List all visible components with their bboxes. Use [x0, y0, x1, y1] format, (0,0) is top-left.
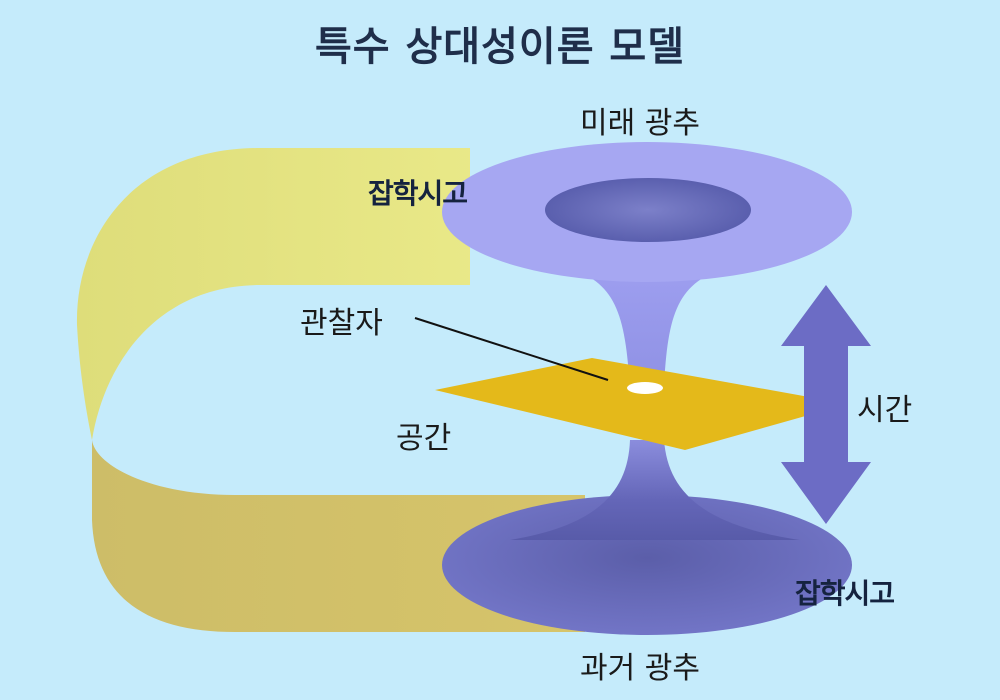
- future-cone-neck: [560, 265, 735, 388]
- time-label: 시간: [857, 393, 913, 428]
- past-cone-neck: [510, 440, 800, 540]
- watermark-logo-top: 잡학시고: [368, 172, 468, 212]
- watermark-text: 잡학시고: [795, 577, 895, 610]
- observer-point: [627, 382, 663, 394]
- watermark-text: 잡학시고: [368, 177, 468, 210]
- time-double-arrow: [781, 285, 871, 524]
- page-title: 특수 상대성이론 모델: [314, 24, 686, 70]
- future-cone-opening: [545, 178, 751, 242]
- space-label: 공간: [396, 421, 452, 456]
- observer-pointer-line: [414, 317, 609, 381]
- future-cone-label: 미래 광추: [580, 106, 700, 141]
- past-cone-label: 과거 광추: [580, 651, 700, 686]
- observer-label: 관찰자: [300, 306, 383, 341]
- watermark-logo-bottom: 잡학시고: [795, 572, 895, 612]
- space-plane: [435, 358, 848, 450]
